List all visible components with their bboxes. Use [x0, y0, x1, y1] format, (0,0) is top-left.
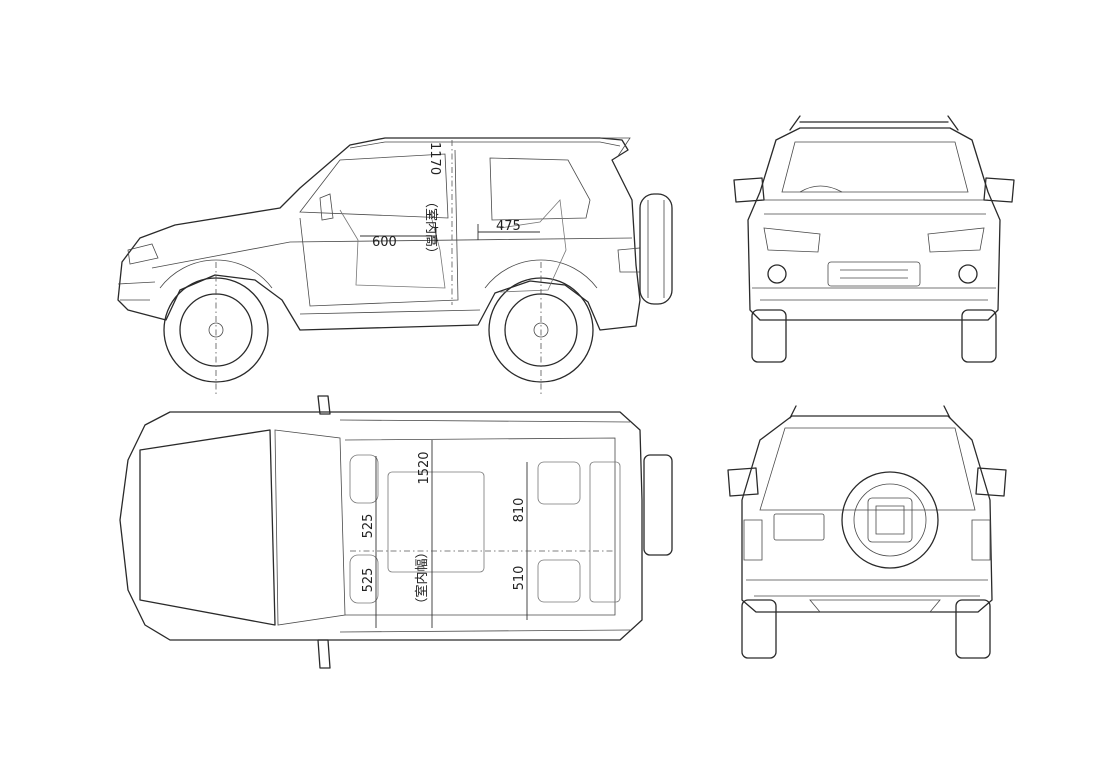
front-seat-dimension-upper: 525 [361, 514, 376, 539]
top-roof-rail-near [339, 419, 631, 423]
rear-tire-right [955, 599, 991, 659]
side-spare-tire [639, 193, 673, 305]
side-headlight [127, 243, 159, 265]
side-view: 1170 （室内高） 600 475 [117, 137, 673, 395]
front-steering-wheel [799, 185, 843, 193]
height-dimension-label: 1170 [427, 142, 442, 175]
rear-mirror-right [975, 467, 1007, 497]
front-tire-right [961, 309, 997, 363]
side-spare-tire-tread [647, 200, 665, 298]
rear-window [759, 427, 976, 511]
top-body-outline [119, 411, 643, 641]
top-mirror-left [317, 395, 331, 415]
front-fog-lamp-left [767, 264, 787, 284]
side-interior-seats [339, 199, 567, 293]
front-fog-lamp-right [958, 264, 978, 284]
side-door-line [299, 149, 459, 307]
top-dimension-lines [350, 440, 615, 628]
top-view: 1520 （室内幅） 525 525 810 510 [119, 395, 673, 669]
rear-body-outline [741, 415, 993, 613]
top-seats [349, 454, 621, 604]
front-body-outline [747, 127, 1001, 321]
rear-mirror-left [727, 467, 759, 497]
side-window-rear [489, 157, 591, 221]
rear-legroom-label: 475 [496, 219, 521, 234]
top-roof-rail-far [339, 629, 631, 633]
top-hood-panel [139, 429, 276, 626]
front-legroom-label: 600 [372, 235, 397, 250]
rear-license-plate [773, 513, 825, 541]
side-window-front [299, 153, 449, 219]
interior-width-note: （室内幅） [414, 545, 430, 610]
height-dimension-note: （室内高） [423, 195, 439, 260]
front-mirror-right [983, 177, 1015, 203]
side-roof-rail [349, 141, 621, 149]
side-spoiler [600, 137, 631, 157]
side-mirror [319, 193, 334, 221]
front-bumper [752, 287, 996, 301]
side-body-outline [117, 137, 641, 331]
front-headlights [763, 227, 985, 253]
front-hood-line [762, 199, 988, 215]
top-roof-panel [344, 437, 616, 616]
front-view [733, 115, 1015, 363]
rear-seat-dimension-upper: 810 [512, 498, 527, 523]
front-roof-rails [789, 115, 959, 131]
rear-seat-dimension-lower: 510 [512, 566, 527, 591]
rear-lamps [743, 519, 991, 561]
rear-bumper [746, 579, 988, 597]
rear-skid-plate [809, 599, 941, 613]
rear-spare-tire [841, 471, 939, 569]
front-windshield [781, 141, 969, 193]
front-grille-bars [840, 269, 908, 279]
front-seat-dimension-lower: 525 [361, 568, 376, 593]
front-tire-left [751, 309, 787, 363]
side-bumper [117, 281, 156, 301]
front-mirror-left [733, 177, 765, 203]
side-dimension-lines [215, 140, 542, 395]
rear-roof-rails [789, 405, 951, 419]
interior-width-label: 1520 [417, 451, 432, 484]
top-mirror-right [317, 639, 331, 669]
side-step-line [299, 309, 481, 315]
front-grille [827, 261, 921, 287]
top-windshield [274, 429, 346, 626]
rear-view [727, 405, 1007, 659]
side-belt-line [151, 237, 633, 269]
rear-tire-left [741, 599, 777, 659]
top-spare-tire [643, 454, 673, 556]
